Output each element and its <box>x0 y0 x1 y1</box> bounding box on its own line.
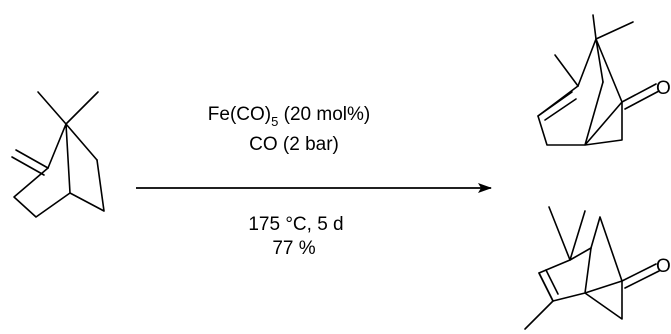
temperature-time-text: 175 °C, 5 d <box>248 214 343 235</box>
gem-dimethyl-bonds <box>37 91 99 125</box>
product-2-methyl <box>524 300 554 330</box>
product-1-ring-double-bond <box>537 91 577 121</box>
product-1-gem-dimethyl <box>592 14 634 40</box>
product-2-carbonyl <box>621 263 660 289</box>
starting-material <box>11 91 105 218</box>
product-2-bridge <box>590 216 623 282</box>
product-2-oxygen: O <box>656 256 671 277</box>
product-1-carbonyl <box>621 83 660 110</box>
catalyst-text: Fe(CO)5 (20 mol%) <box>208 104 370 129</box>
product-1-oxygen: O <box>656 78 671 99</box>
product-1 <box>537 14 660 146</box>
product-2-ring <box>538 247 623 320</box>
product-1-ring <box>537 81 623 146</box>
product-1-methyl <box>554 54 579 87</box>
exocyclic-double-bond <box>11 149 49 176</box>
product-1-bridge <box>577 38 623 103</box>
bridge-bonds <box>47 123 98 194</box>
gas-pressure-text: CO (2 bar) <box>249 134 339 155</box>
product-2-gem-dimethyl <box>548 206 592 261</box>
product-2 <box>524 206 660 330</box>
yield-text: 77 % <box>272 238 315 259</box>
ring-bonds <box>13 159 105 218</box>
product-2-ring-double-bond <box>538 269 559 302</box>
